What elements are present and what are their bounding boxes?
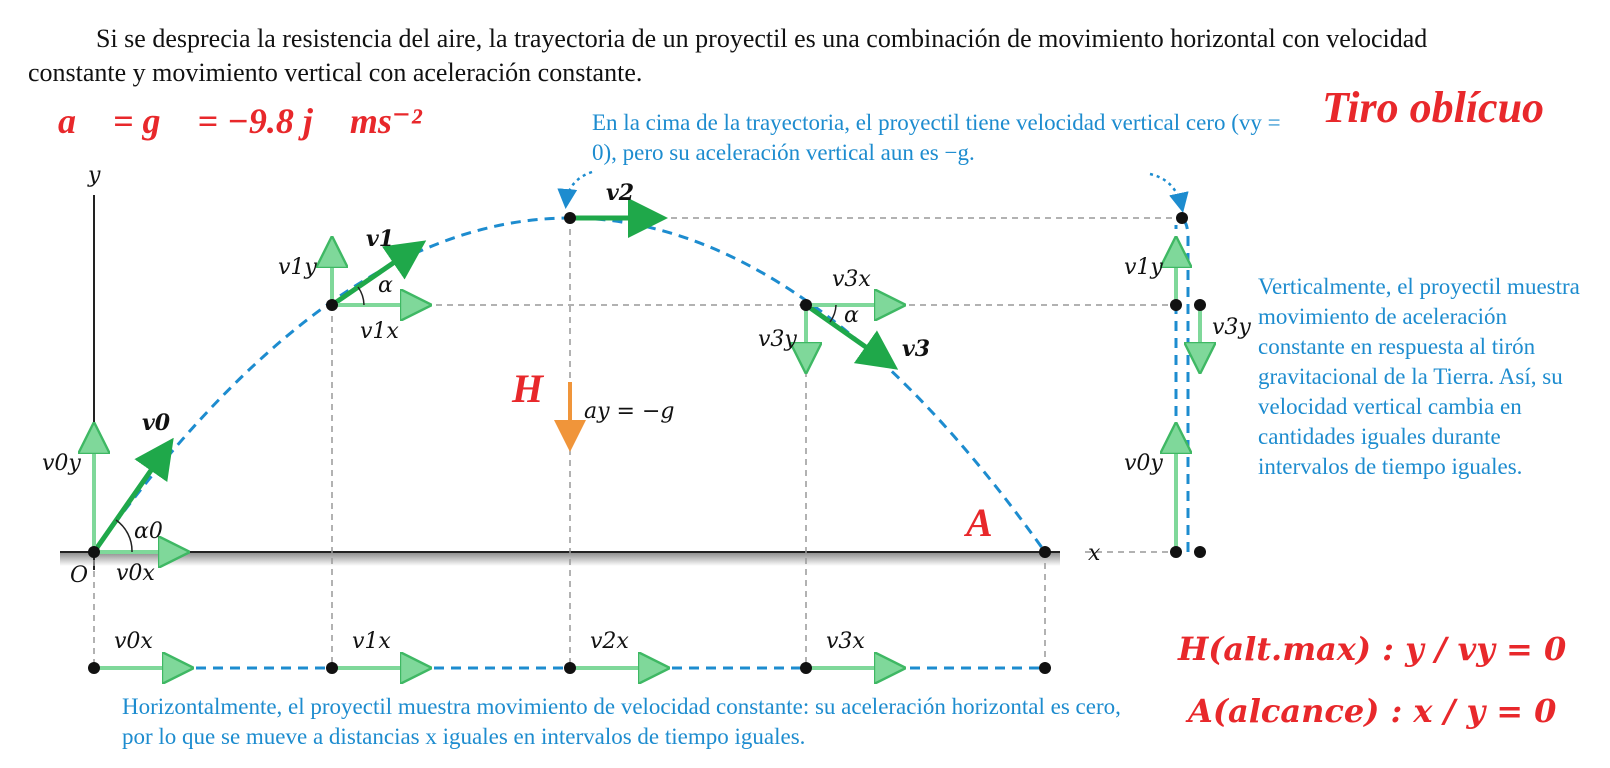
label-alpha0: α0 <box>134 519 163 544</box>
point-side-0b <box>1194 546 1206 558</box>
point-bottom-2 <box>564 662 576 674</box>
angle-arc-alpha3 <box>829 304 837 323</box>
annotation-bottom-text: Horizontalmente, el proyectil muestra mo… <box>122 694 1121 749</box>
point-3 <box>800 299 812 311</box>
annotation-right: Verticalmente, el proyectil muestra movi… <box>1258 272 1588 482</box>
label-v2: v2 <box>606 180 634 206</box>
angle-arc-alpha1 <box>357 286 365 306</box>
point-side-0a <box>1170 546 1182 558</box>
accel-label: ay = −g <box>584 399 674 424</box>
point-bottom-4 <box>1039 662 1051 674</box>
label-v0y: v0y <box>42 451 81 476</box>
ground-shadow <box>60 552 1060 566</box>
vector-v0 <box>91 437 174 554</box>
page-title: Tiro oblícuo <box>1322 83 1545 132</box>
label-v1: v1 <box>366 226 394 252</box>
pointer-arrow-left <box>557 170 593 209</box>
label-bottom-v3x: v3x <box>826 629 865 654</box>
label-alpha3: α <box>844 303 859 328</box>
label-v3y: v3y <box>758 327 797 352</box>
point-bottom-3 <box>800 662 812 674</box>
label-bottom-v1x: v1x <box>352 629 391 654</box>
point-side-1b <box>1194 299 1206 311</box>
point-side-top <box>1176 212 1188 224</box>
label-A: A <box>963 500 993 545</box>
annotation-top: En la cima de la trayectoria, el proyect… <box>592 108 1292 168</box>
formula-max-height: H(alt.max) : y / vy = 0 <box>1178 630 1567 668</box>
label-side-v0y: v0y <box>1124 451 1163 476</box>
intro-text: Si se desprecia la resistencia del aire,… <box>28 24 1428 87</box>
label-side-v1y: v1y <box>1124 255 1163 280</box>
point-1 <box>326 299 338 311</box>
point-range <box>1039 546 1051 558</box>
angle-arc-alpha0 <box>115 519 133 553</box>
label-bottom-v2x: v2x <box>590 629 629 654</box>
label-H: H <box>511 366 545 411</box>
vertical-motion-path <box>1177 216 1190 552</box>
point-bottom-1 <box>326 662 338 674</box>
axis-y-label: y <box>87 163 101 188</box>
label-bottom-v0x: v0x <box>114 629 153 654</box>
acceleration-equation: a⃗ = g⃗ = −9.8 j⃗ ms⁻² <box>58 101 422 141</box>
vector-v3 <box>804 302 899 370</box>
annotation-right-text: Verticalmente, el proyectil muestra movi… <box>1258 274 1580 479</box>
intro-paragraph: Si se desprecia la resistencia del aire,… <box>28 22 1428 90</box>
point-side-1a <box>1170 299 1182 311</box>
label-side-v3y: v3y <box>1212 315 1251 340</box>
point-top <box>564 212 576 224</box>
point-origin <box>88 546 100 558</box>
formula-range: A(alcance) : x / y = 0 <box>1188 692 1557 730</box>
point-bottom-0 <box>88 662 100 674</box>
vector-v1 <box>330 240 427 308</box>
origin-label: O <box>70 563 88 588</box>
guide-lines <box>93 217 1185 668</box>
pointer-arrow-right <box>1149 172 1189 213</box>
label-v3: v3 <box>902 336 930 362</box>
annotation-top-text: En la cima de la trayectoria, el proyect… <box>592 110 1281 165</box>
label-v3x: v3x <box>832 267 871 292</box>
label-v0: v0 <box>142 410 171 436</box>
label-v0x: v0x <box>116 561 155 586</box>
label-v1x: v1x <box>360 319 399 344</box>
annotation-bottom: Horizontalmente, el proyectil muestra mo… <box>122 692 1122 752</box>
axis-x-label: x <box>1088 541 1101 566</box>
label-alpha1: α <box>378 273 393 298</box>
label-v1y: v1y <box>278 255 317 280</box>
